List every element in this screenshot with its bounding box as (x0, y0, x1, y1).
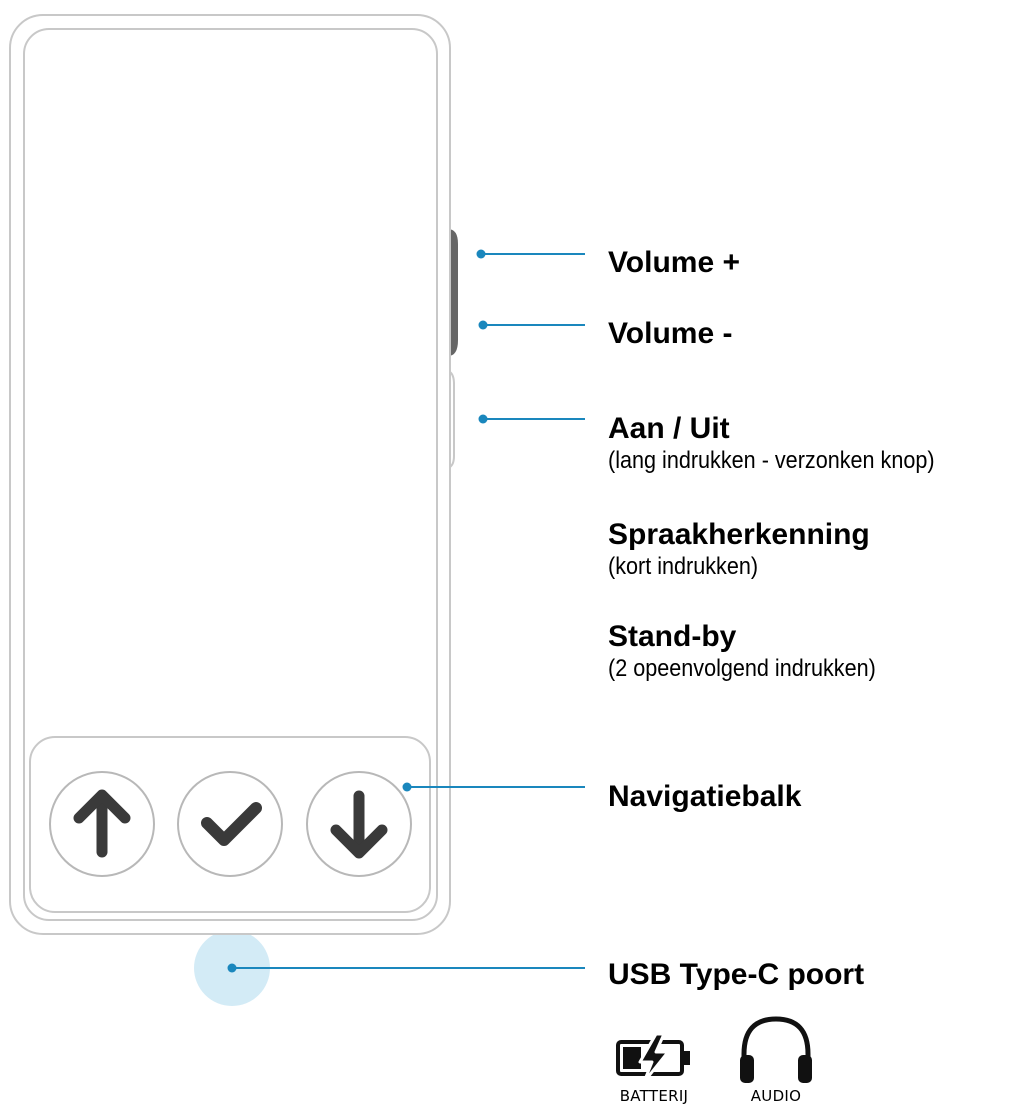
label-standby: Stand-by (2 opeenvolgend indrukken) (608, 620, 906, 682)
label-speech-title: Spraakherkenning (608, 518, 870, 551)
leader-usb (227, 963, 585, 973)
leader-volume-up (476, 249, 585, 259)
nav-down-button[interactable] (306, 771, 412, 877)
arrow-up-icon (73, 789, 131, 858)
checkmark-icon (201, 802, 262, 846)
label-usb: USB Type-C poort (608, 958, 864, 993)
label-usb-title: USB Type-C poort (608, 958, 865, 991)
power-button (447, 370, 455, 469)
leader-power (478, 414, 585, 424)
nav-confirm-button[interactable] (177, 771, 283, 877)
label-volume-up-title: Volume + (608, 246, 740, 279)
label-standby-note: (2 opeenvolgend indrukken) (608, 654, 876, 682)
arrow-down-icon (330, 790, 388, 859)
label-navigation-title: Navigatiebalk (608, 780, 802, 813)
label-power: Aan / Uit (lang indrukken - verzonken kn… (608, 412, 971, 474)
label-standby-title: Stand-by (608, 620, 737, 653)
audio-caption: AUDIO (750, 1087, 802, 1105)
headphones-icon (740, 1016, 812, 1083)
leader-navigation (402, 782, 585, 792)
device-screen (23, 28, 438, 921)
label-volume-down-title: Volume - (608, 317, 733, 350)
label-speech-note: (kort indrukken) (608, 552, 759, 580)
battery-charging-icon (616, 1032, 690, 1084)
label-navigation: Navigatiebalk (608, 780, 801, 815)
battery-caption: BATTERIJ (619, 1087, 689, 1105)
label-volume-down: Volume - (608, 317, 732, 352)
label-volume-up: Volume + (608, 246, 740, 281)
leader-volume-down (478, 320, 585, 330)
label-speech: Spraakherkenning (kort indrukken) (608, 518, 870, 580)
nav-up-button[interactable] (49, 771, 155, 877)
label-power-title: Aan / Uit (608, 412, 730, 445)
label-power-note: (lang indrukken - verzonken knop) (608, 446, 935, 474)
